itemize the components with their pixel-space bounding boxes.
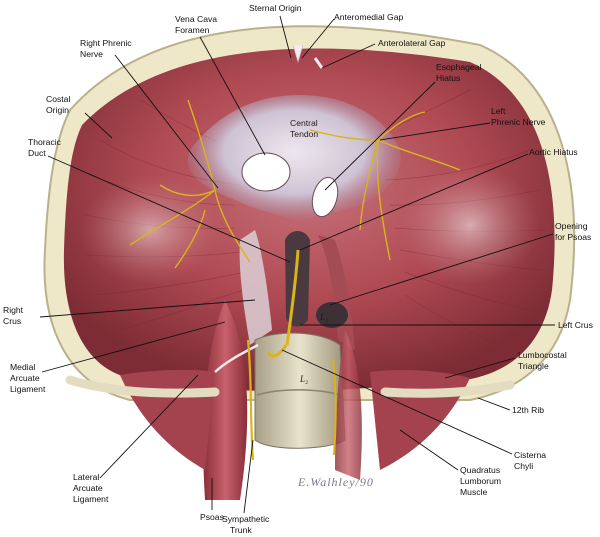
- label-esophageal-hiatus: Esophageal Hiatus: [436, 62, 484, 83]
- label-left-phrenic-nerve: Left Phrenic Nerve: [491, 106, 546, 127]
- label-vena-cava-foramen-line1: Vena Cava: [175, 14, 217, 24]
- left-phrenic-nerve: [309, 111, 461, 261]
- label-lumbocostal-triangle: Lumbocostal Triangle: [518, 350, 569, 371]
- arcuate-ligament-edge: [214, 343, 259, 373]
- label-esophageal-hiatus-line2: Hiatus: [436, 73, 460, 83]
- anteromedial-gap-mark: [292, 44, 304, 64]
- psoas-right-muscle: [203, 300, 248, 500]
- label-anteromedial-gap: Anteromedial Gap: [334, 12, 403, 22]
- twelfth-rib-right: [65, 375, 220, 398]
- central-tendon: [187, 95, 401, 222]
- vertebra-l2-label: L₂: [299, 374, 308, 384]
- leader-lines: [39, 15, 555, 514]
- label-lateral-arcuate-ligament-line3: Ligament: [73, 494, 109, 504]
- label-medial-arcuate-ligament-line2: Arcuate: [10, 373, 40, 383]
- label-12th-rib: 12th Rib: [512, 405, 544, 415]
- label-sternal-origin: Sternal Origin: [249, 3, 302, 13]
- artist-signature: E.Walhley/90: [297, 475, 374, 489]
- label-right-crus: Right Crus: [3, 305, 25, 326]
- label-right-crus-line1: Right: [3, 305, 24, 315]
- label-aortic-hiatus: Aortic Hiatus: [529, 147, 578, 157]
- twelfth-rib-left: [380, 380, 515, 398]
- esophageal-hiatus-hole: [311, 176, 339, 218]
- quadratus-lumborum-right: [120, 369, 215, 470]
- cisterna-chyli-vessel: [266, 344, 288, 358]
- label-quadratus-lumborum-muscle: Quadratus Lumborum Muscle: [460, 465, 503, 497]
- label-opening-for-psoas: Opening for Psoas: [555, 221, 591, 242]
- label-quadratus-lumborum-line1: Quadratus: [460, 465, 500, 475]
- label-quadratus-lumborum-line2: Lumborum: [460, 476, 501, 486]
- label-opening-for-psoas-line1: Opening: [555, 221, 588, 231]
- label-medial-arcuate-ligament-line3: Ligament: [10, 384, 46, 394]
- quadratus-lumborum-left: [370, 370, 470, 470]
- diaphragm-dome: [63, 48, 555, 393]
- anterolateral-gap-mark: [313, 57, 324, 69]
- label-costal-origin: Costal Origin: [46, 94, 73, 115]
- sympathetic-trunk-nerve-left: [332, 359, 337, 456]
- label-thoracic-duct-line1: Thoracic: [28, 137, 62, 147]
- label-left-phrenic-nerve-line1: Left: [491, 106, 506, 116]
- label-lumbocostal-triangle-line1: Lumbocostal: [518, 350, 567, 360]
- label-sympathetic-trunk-line1: Sympathetic: [222, 514, 270, 524]
- label-vena-cava-foramen: Vena Cava Foramen: [175, 14, 219, 35]
- label-costal-origin-line1: Costal: [46, 94, 70, 104]
- label-right-phrenic-nerve-line2: Nerve: [80, 49, 103, 59]
- label-medial-arcuate-ligament-line1: Medial: [10, 362, 35, 372]
- label-sympathetic-trunk: Sympathetic Trunk: [222, 514, 272, 535]
- label-esophageal-hiatus-line1: Esophageal: [436, 62, 481, 72]
- label-costal-origin-line2: Origin: [46, 105, 69, 115]
- label-quadratus-lumborum-line3: Muscle: [460, 487, 487, 497]
- label-lateral-arcuate-ligament-line1: Lateral: [73, 472, 99, 482]
- vertebra-l1-label: L₁: [319, 312, 328, 322]
- label-left-phrenic-nerve-line2: Phrenic Nerve: [491, 117, 546, 127]
- vena-cava-foramen-hole: [241, 152, 291, 192]
- label-central-tendon-line2: Tendon: [290, 129, 318, 139]
- label-cisterna-chyli: Cisterna Chyli: [514, 450, 548, 471]
- psoas-left-muscle: [335, 330, 362, 480]
- label-cisterna-chyli-line1: Cisterna: [514, 450, 546, 460]
- label-lateral-arcuate-ligament-line2: Arcuate: [73, 483, 103, 493]
- thoracic-duct-vessel: [285, 249, 300, 346]
- label-anterolateral-gap: Anterolateral Gap: [378, 38, 446, 48]
- label-opening-for-psoas-line2: for Psoas: [555, 232, 591, 242]
- vertebral-column: [254, 332, 346, 449]
- right-phrenic-nerve: [129, 99, 251, 269]
- label-sympathetic-trunk-line2: Trunk: [230, 525, 252, 535]
- label-thoracic-duct: Thoracic Duct: [28, 137, 63, 158]
- aortic-hiatus-opening: [285, 231, 310, 327]
- label-medial-arcuate-ligament: Medial Arcuate Ligament: [10, 362, 46, 394]
- label-central-tendon-line1: Central: [290, 118, 318, 128]
- label-lumbocostal-triangle-line2: Triangle: [518, 361, 549, 371]
- label-right-phrenic-nerve: Right Phrenic Nerve: [80, 38, 134, 59]
- label-right-phrenic-nerve-line1: Right Phrenic: [80, 38, 132, 48]
- label-vena-cava-foramen-line2: Foramen: [175, 25, 210, 35]
- label-cisterna-chyli-line2: Chyli: [514, 461, 533, 471]
- label-lateral-arcuate-ligament: Lateral Arcuate Ligament: [73, 472, 109, 504]
- highlight-right: [80, 175, 220, 285]
- label-left-crus: Left Crus: [558, 320, 593, 330]
- highlight-left: [400, 165, 540, 285]
- label-psoas: Psoas: [200, 512, 224, 522]
- label-central-tendon: Central Tendon: [290, 118, 320, 139]
- label-right-crus-line2: Crus: [3, 316, 21, 326]
- psoas-opening-hole: [316, 302, 348, 328]
- label-thoracic-duct-line2: Duct: [28, 148, 46, 158]
